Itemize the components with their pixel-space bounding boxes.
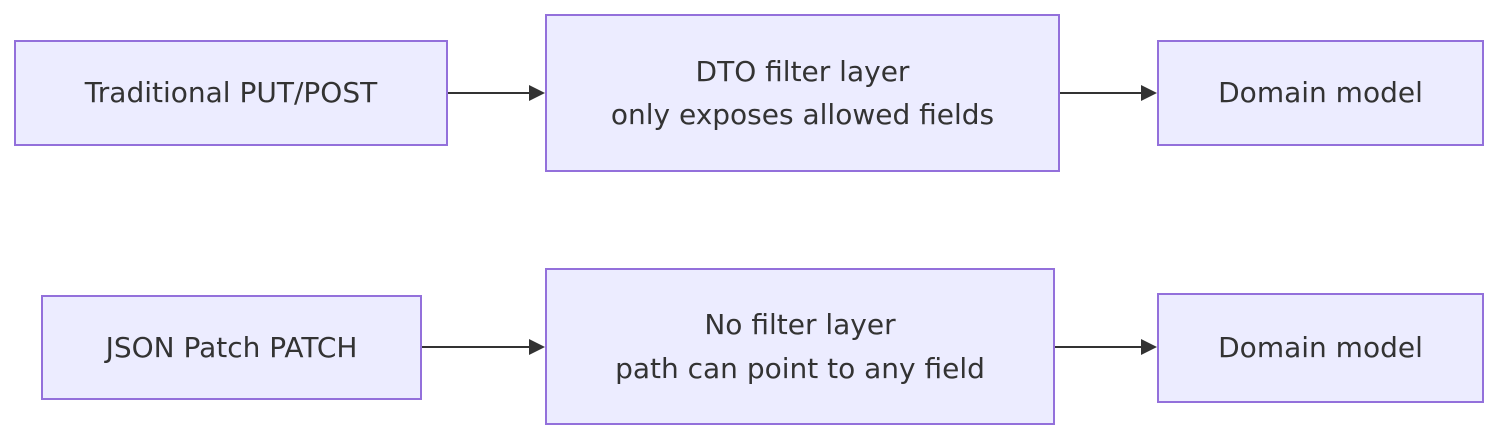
node-dto-filter-layer: DTO filter layer only exposes allowed fi… (545, 14, 1060, 172)
arrowhead-icon (1141, 85, 1157, 101)
node-no-filter-layer: No filter layer path can point to any fi… (545, 268, 1055, 425)
arrow-shaft (448, 92, 533, 94)
arrow-shaft (422, 346, 533, 348)
arrowhead-icon (529, 85, 545, 101)
arrow-right-icon (422, 339, 545, 355)
arrowhead-icon (529, 339, 545, 355)
node-domain-model-top: Domain model (1157, 40, 1484, 146)
node-traditional-put-post: Traditional PUT/POST (14, 40, 448, 146)
node-label: JSON Patch PATCH (105, 330, 358, 364)
arrow-shaft (1060, 92, 1145, 94)
node-label: Domain model (1218, 331, 1423, 365)
arrowhead-icon (1141, 339, 1157, 355)
node-label: Domain model (1218, 76, 1423, 110)
arrow-right-icon (1060, 85, 1157, 101)
arrow-right-icon (1055, 339, 1157, 355)
node-label-line1: No filter layer (704, 308, 896, 342)
arrow-right-icon (448, 85, 545, 101)
node-json-patch-patch: JSON Patch PATCH (41, 295, 422, 400)
node-label-line1: DTO filter layer (695, 54, 910, 88)
node-label-line2: path can point to any field (615, 351, 985, 385)
node-domain-model-bottom: Domain model (1157, 293, 1484, 403)
arrow-shaft (1055, 346, 1145, 348)
node-label-line2: only exposes allowed fields (610, 98, 995, 131)
node-label: Traditional PUT/POST (84, 76, 378, 110)
